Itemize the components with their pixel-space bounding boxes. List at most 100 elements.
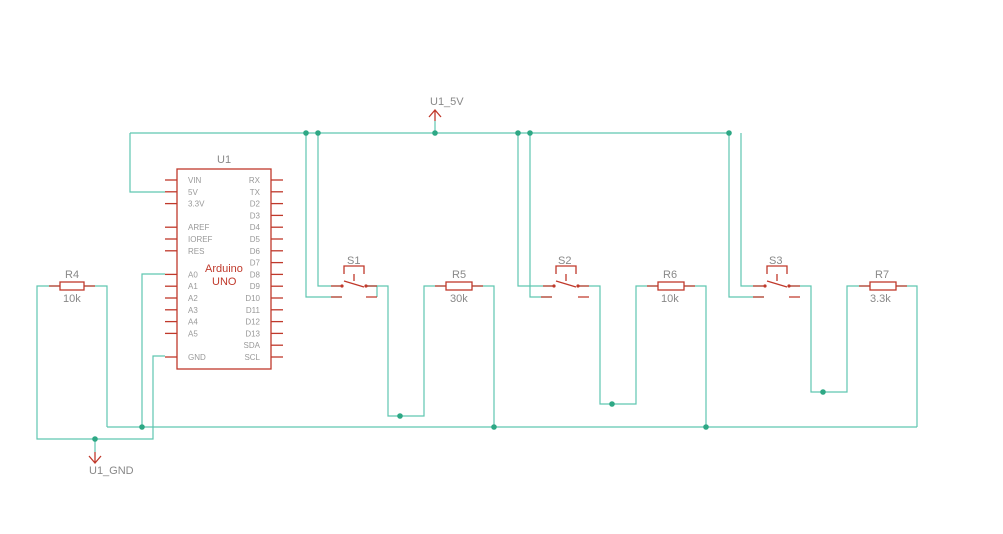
vcc-symbol[interactable]: U1_5V <box>428 96 464 121</box>
arduino-pin-a2-label: A2 <box>188 294 198 303</box>
arduino-pin-d2-label: D2 <box>250 200 261 209</box>
s3-ref: S3 <box>769 255 782 267</box>
arduino-pin-d11-label: D11 <box>246 306 261 315</box>
switch-s3[interactable]: S3 <box>753 255 800 298</box>
r7-ref: R7 <box>875 269 889 281</box>
arduino-pin-d7-label: D7 <box>250 259 261 268</box>
junction-dot <box>609 401 615 407</box>
arduino-pin-d3-label: D3 <box>250 211 261 220</box>
arduino-pin-ioref-label: IOREF <box>188 235 213 244</box>
r7-body <box>869 281 897 291</box>
s2-to-node2-wire <box>578 285 658 405</box>
s2-contact-left <box>552 284 556 288</box>
junction-dot <box>432 130 438 136</box>
gnd-pin-wire <box>36 285 165 440</box>
arduino-pin-5v-label: 5V <box>188 188 198 197</box>
r6-body <box>657 281 685 291</box>
s1-out-wire <box>366 285 378 297</box>
s2-symbol-icon <box>541 265 589 298</box>
arduino-pin-a3-label: A3 <box>188 306 198 315</box>
arduino-pin-a5-label: A5 <box>188 329 198 338</box>
arduino-uno[interactable]: U1 Arduino UNO VIN5V3.3VAREFIOREFRESA0A1… <box>165 154 283 370</box>
arduino-pin-vin-label: VIN <box>188 176 202 185</box>
arduino-pin-gnd-label: GND <box>188 353 206 362</box>
arduino-pin-scl-label: SCL <box>244 353 260 362</box>
arduino-name-line2: UNO <box>212 276 237 288</box>
arduino-pin-d4-label: D4 <box>250 223 261 232</box>
arduino-pin-d10-label: D10 <box>245 294 260 303</box>
gnd-arrow-icon <box>88 452 102 464</box>
r4-ref: R4 <box>65 269 79 281</box>
junction-dot <box>726 130 732 136</box>
junction-dot <box>303 130 309 136</box>
s1-contact-right <box>364 284 368 288</box>
r7-value: 3.3k <box>870 293 891 305</box>
r6-ref: R6 <box>663 269 677 281</box>
arduino-pin-d13-label: D13 <box>245 329 260 338</box>
arduino-ref: U1 <box>217 154 231 166</box>
junction-dot <box>397 413 403 419</box>
r5-supply-wire <box>317 133 340 287</box>
s3-to-node3-wire <box>789 285 870 393</box>
s1-symbol-icon <box>331 265 377 298</box>
junction-dot <box>820 389 826 395</box>
r5-body <box>445 281 473 291</box>
switch-s2[interactable]: S2 <box>541 255 589 298</box>
r4-out-wire <box>84 285 108 427</box>
arduino-name-line1: Arduino <box>205 263 243 275</box>
arduino-pin-aref-label: AREF <box>188 223 209 232</box>
arduino-pin-d12-label: D12 <box>245 318 260 327</box>
s1-supply-wire <box>305 133 342 298</box>
r4-body <box>59 281 85 291</box>
r4-value: 10k <box>63 293 81 305</box>
junction-dot <box>491 424 497 430</box>
r5-out-wire <box>472 285 495 427</box>
arduino-pin-d5-label: D5 <box>250 235 261 244</box>
resistor-r4[interactable]: R4 10k <box>49 269 95 305</box>
s3-contact-right <box>787 284 791 288</box>
arduino-pin-a1-label: A1 <box>188 282 198 291</box>
r7-supply-wire <box>740 133 763 287</box>
arduino-pins: VIN5V3.3VAREFIOREFRESA0A1A2A3A4A5GNDRXTX… <box>165 176 283 362</box>
s2-supply-wire <box>517 133 554 287</box>
gnd-symbol[interactable]: U1_GND <box>88 452 134 477</box>
arduino-pin-33v-label: 3.3V <box>188 200 205 209</box>
r6-supply-wire <box>529 133 552 298</box>
resistor-r6[interactable]: R6 10k <box>647 269 695 305</box>
junction-dot <box>92 436 98 442</box>
s3-symbol-icon <box>753 265 800 298</box>
junction-dot <box>315 130 321 136</box>
r6-value: 10k <box>661 293 679 305</box>
arduino-pin-a0-label: A0 <box>188 270 198 279</box>
s2-ref: S2 <box>558 255 571 267</box>
vcc-to-5v-pin-wire <box>129 133 165 193</box>
s1-ref: S1 <box>347 255 360 267</box>
junction-dot <box>515 130 521 136</box>
arduino-pin-a4-label: A4 <box>188 318 198 327</box>
switch-s1[interactable]: S1 <box>331 255 377 298</box>
gnd-label: U1_GND <box>89 465 134 477</box>
arduino-pin-d9-label: D9 <box>250 282 261 291</box>
resistor-r5[interactable]: R5 30k <box>435 269 483 305</box>
arduino-body <box>176 168 272 370</box>
arduino-pin-d6-label: D6 <box>250 247 261 256</box>
junction-dot <box>139 424 145 430</box>
s1-to-node1-wire <box>366 285 446 417</box>
r5-value: 30k <box>450 293 468 305</box>
arduino-pin-d8-label: D8 <box>250 270 261 279</box>
junction-dot <box>527 130 533 136</box>
s3-contact-left <box>763 284 767 288</box>
resistor-r7[interactable]: R7 3.3k <box>859 269 907 305</box>
arduino-pin-sda-label: SDA <box>244 341 261 350</box>
a0-sense-wire <box>141 273 165 427</box>
r5-ref: R5 <box>452 269 466 281</box>
junctions <box>92 130 826 442</box>
arduino-pin-rx-label: RX <box>249 176 261 185</box>
vcc-arrow-icon <box>428 109 442 121</box>
s2-contact-right <box>576 284 580 288</box>
arduino-pin-tx-label: TX <box>250 188 261 197</box>
r7-out-wire <box>896 285 918 427</box>
vcc-label: U1_5V <box>430 96 464 108</box>
s1-contact-left <box>340 284 344 288</box>
